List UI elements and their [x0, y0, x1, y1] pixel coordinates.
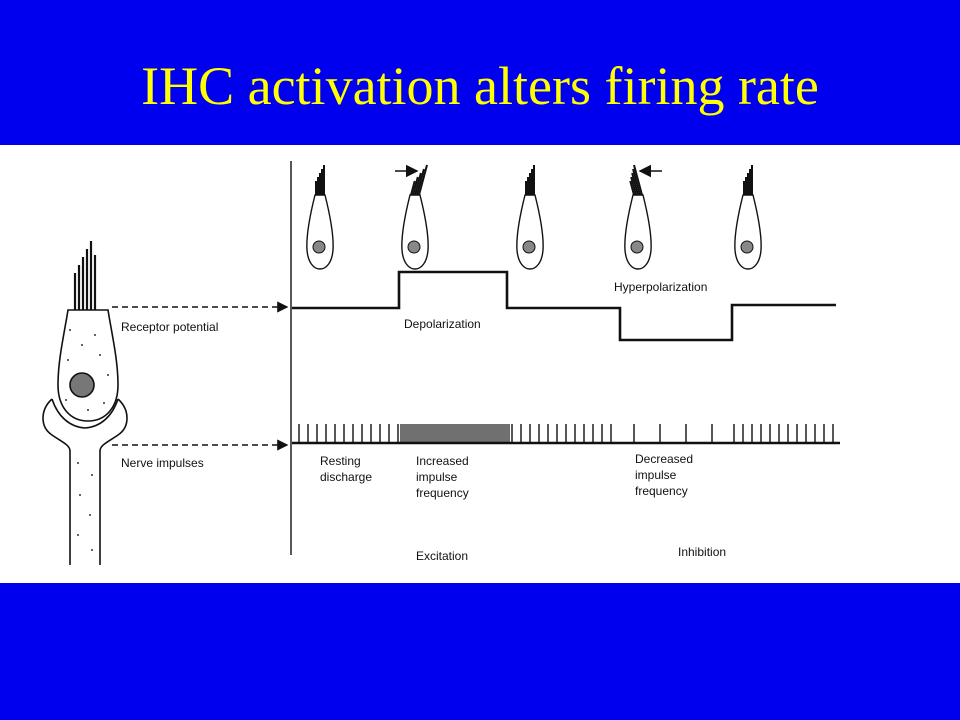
- hair-cell-body: [516, 194, 544, 270]
- stereocilia-bundle: [525, 165, 535, 195]
- hair-cell-5: [734, 165, 762, 270]
- resting-discharge-line-2: discharge: [320, 470, 372, 484]
- hair-cell-nucleus: [630, 240, 644, 254]
- hair-cell-nucleus: [407, 240, 421, 254]
- impulse-phase-resting: [511, 424, 612, 443]
- hair-cell-3: [516, 165, 544, 270]
- hair-cell-nucleus: [522, 240, 536, 254]
- nerve-impulse-spikes: [298, 424, 834, 443]
- hair-cell-body: [734, 194, 762, 270]
- hair-cell-4: [624, 164, 662, 270]
- decreased-frequency-line-3: frequency: [635, 484, 688, 498]
- increased-frequency-line-2: impulse: [416, 470, 458, 484]
- resting-discharge-label: Resting discharge: [320, 454, 372, 484]
- inhibition-label: Inhibition: [678, 545, 726, 559]
- slide-title: IHC activation alters firing rate: [141, 56, 819, 116]
- ihc-diagram-svg: Receptor potential Nerve impulses Depola…: [42, 161, 840, 565]
- hair-cell-2: [395, 164, 429, 270]
- nerve-impulses-label: Nerve impulses: [121, 456, 204, 470]
- excitation-label: Excitation: [416, 549, 468, 563]
- stereocilia-bundle: [629, 164, 643, 196]
- hair-cell-sequence: [306, 164, 762, 270]
- receptor-potential-trace: [292, 270, 836, 342]
- decreased-frequency-line-2: impulse: [635, 468, 677, 482]
- increased-frequency-line-3: frequency: [416, 486, 469, 500]
- resting-discharge-line-1: Resting: [320, 454, 361, 468]
- impulse-phase-resting: [298, 424, 399, 443]
- hair-cell-nucleus: [312, 240, 326, 254]
- ihc-diagram: Receptor potential Nerve impulses Depola…: [0, 145, 960, 583]
- hair-cell-nucleus: [69, 372, 95, 398]
- decreased-frequency-line-1: Decreased: [635, 452, 693, 466]
- hyperpolarization-label: Hyperpolarization: [614, 280, 707, 294]
- stipple-texture: [65, 329, 109, 551]
- increased-frequency-label: Increased impulse frequency: [416, 454, 472, 500]
- hair-cell-body: [57, 309, 119, 422]
- hair-cell-nucleus: [740, 240, 754, 254]
- stereocilia-bundle: [410, 164, 428, 196]
- impulse-phase-excitation: [400, 424, 510, 443]
- hair-cell-body: [306, 194, 334, 270]
- afferent-nerve-terminal: [42, 398, 128, 565]
- hair-cell-1: [306, 165, 334, 270]
- hair-cell-body: [401, 194, 429, 270]
- impulse-phase-inhibition: [633, 424, 713, 443]
- receptor-potential-label: Receptor potential: [121, 320, 218, 334]
- stereocilia-bundle: [73, 241, 97, 310]
- hair-cell-body: [624, 194, 652, 270]
- inner-hair-cell-illustration: [42, 241, 128, 565]
- increased-frequency-line-1: Increased: [416, 454, 469, 468]
- depolarization-label: Depolarization: [404, 317, 481, 331]
- stereocilia-bundle: [315, 165, 325, 195]
- impulse-phase-resting: [733, 424, 834, 443]
- stereocilia-bundle: [743, 165, 753, 195]
- decreased-frequency-label: Decreased impulse frequency: [635, 452, 696, 498]
